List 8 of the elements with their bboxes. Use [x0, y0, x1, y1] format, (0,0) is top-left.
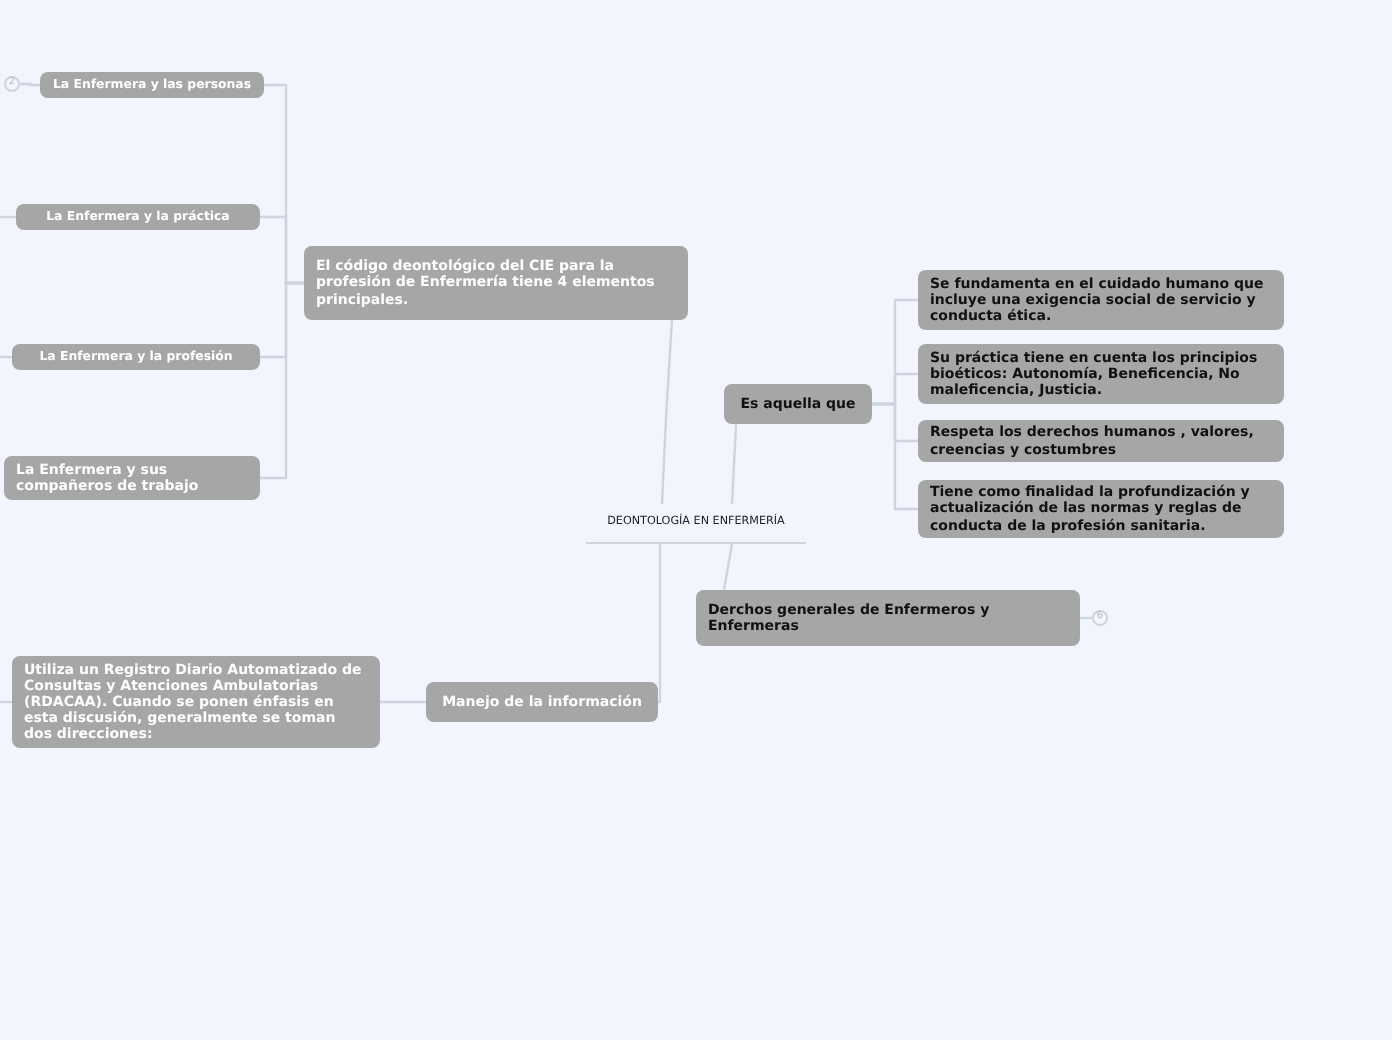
connector-line [657, 544, 662, 704]
connector-line [20, 82, 40, 87]
connector-line [380, 700, 426, 704]
connector-line [0, 355, 12, 359]
connector-line [0, 700, 12, 704]
connector-line [722, 543, 734, 591]
connector-line [730, 423, 738, 505]
connector-line [660, 319, 674, 505]
